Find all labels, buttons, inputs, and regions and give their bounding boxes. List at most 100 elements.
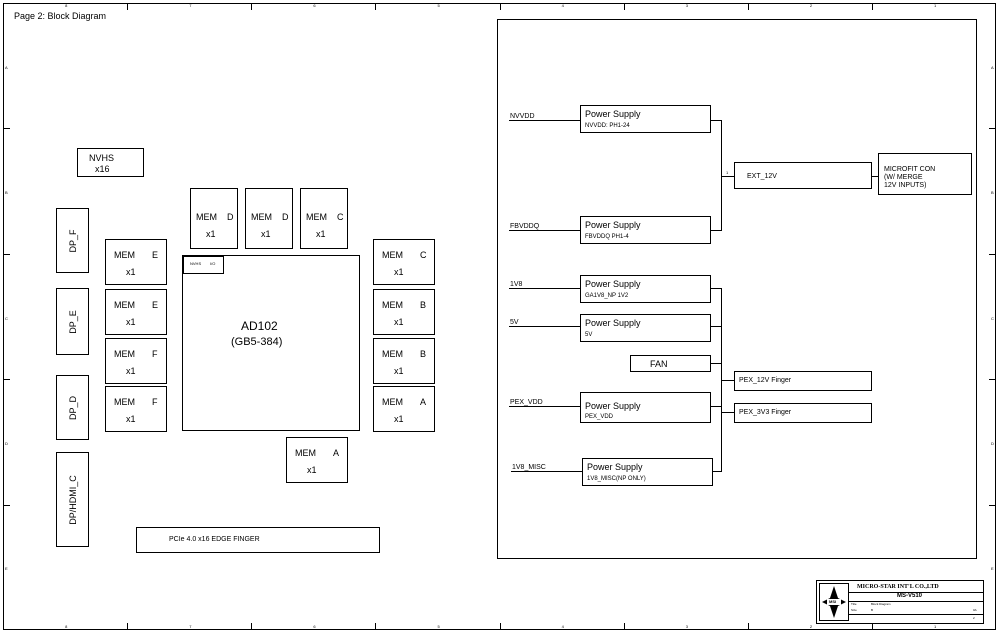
supply-detail: GA1V8_NP 1V2 xyxy=(585,293,629,299)
zone-tick xyxy=(375,3,377,10)
zone-label: 4 xyxy=(561,3,564,8)
zone-tick xyxy=(499,623,501,630)
dp-port-label: DP_F xyxy=(68,229,78,253)
mem-name: MEM xyxy=(295,448,316,458)
company-name: MICRO-STAR INT'L CO.,LTD xyxy=(857,584,939,590)
supply-title: Power Supply xyxy=(587,462,643,472)
ext-12v-label: EXT_12V xyxy=(747,173,777,180)
supply-detail: NVVDD: PH1-24 xyxy=(585,123,630,129)
mem-count: x1 xyxy=(316,229,326,239)
mem-name: MEM xyxy=(382,300,403,310)
nvhs-count: x16 xyxy=(95,164,110,174)
zone-label: 6 xyxy=(313,624,316,629)
power-supply-1v8-misc: Power Supply 1V8_MISC(NP ONLY) xyxy=(582,458,713,486)
zone-tick xyxy=(127,3,129,10)
bus-line xyxy=(872,176,878,177)
zone-label: E xyxy=(5,566,8,572)
bus-line xyxy=(721,120,722,231)
zone-label: 5 xyxy=(437,3,440,8)
zone-label: C xyxy=(991,315,994,321)
zone-label: 1 xyxy=(933,3,937,8)
mem-id: E xyxy=(152,250,159,260)
bus-line xyxy=(711,326,721,327)
pex-12v-label: PEX_12V Finger xyxy=(739,377,792,384)
gpu-corner-box: NVHS I/O xyxy=(183,256,224,274)
bus-pin-label: 1 xyxy=(726,170,729,175)
net-line xyxy=(509,326,580,327)
bus-line xyxy=(713,471,721,472)
zone-label: A xyxy=(5,64,8,70)
pex-3v3-label: PEX_3V3 Finger xyxy=(739,409,792,416)
connector-line-3: 12V INPUTS) xyxy=(884,182,927,189)
zone-tick xyxy=(871,3,873,10)
zone-label: D xyxy=(5,440,8,446)
bus-line xyxy=(711,230,721,231)
mem-count: x1 xyxy=(206,229,216,239)
zone-tick xyxy=(499,3,501,10)
supply-title: Power Supply xyxy=(585,279,641,289)
mem-count: x1 xyxy=(126,317,136,327)
net-line xyxy=(509,120,580,121)
zone-label: 2 xyxy=(809,3,813,8)
bus-line xyxy=(711,363,721,364)
bus-line xyxy=(711,288,721,289)
power-supply-5v: Power Supply 5V xyxy=(580,314,711,342)
zone-label: 8 xyxy=(65,624,68,629)
gpu-name: AD102 xyxy=(241,319,278,333)
zone-tick xyxy=(3,379,10,381)
gpu-sub: (GB5-384) xyxy=(231,336,283,348)
mem-count: x1 xyxy=(307,465,317,475)
zone-tick xyxy=(375,623,377,630)
mem-name: MEM xyxy=(382,250,403,260)
mem-id: F xyxy=(152,397,158,407)
power-panel xyxy=(497,19,977,559)
zone-label: B xyxy=(5,190,8,196)
mem-name: MEM xyxy=(114,250,135,260)
supply-detail: FBVDDQ PH1-4 xyxy=(585,234,629,240)
pex-3v3-finger: PEX_3V3 Finger xyxy=(734,403,872,423)
mem-name: MEM xyxy=(382,397,403,407)
model-number: MS-V510 xyxy=(897,593,923,599)
bus-line xyxy=(721,176,734,177)
dp-port-label: DP/HDMI_C xyxy=(68,475,78,525)
power-supply-nvvdd: Power Supply NVVDD: PH1-24 xyxy=(580,105,711,133)
mem-id: A xyxy=(420,397,427,407)
connector-line-1: MICROFIT CON xyxy=(884,166,936,173)
net-label: FBVDDQ xyxy=(510,223,540,230)
title-divider xyxy=(849,614,983,615)
bus-line xyxy=(711,406,721,407)
mem-id: E xyxy=(152,300,159,310)
mem-id: C xyxy=(420,250,427,260)
msi-logo-icon xyxy=(822,586,846,618)
mem-id: B xyxy=(420,300,427,310)
dp-port-f: DP_F xyxy=(56,208,89,273)
net-label: NVVDD xyxy=(510,113,535,120)
mem-id: C xyxy=(337,212,344,222)
sheet-value: 2 xyxy=(973,616,975,620)
zone-label: 6 xyxy=(313,3,316,8)
title-row-label: Title xyxy=(851,602,857,606)
supply-detail: 1V8_MISC(NP ONLY) xyxy=(587,476,646,482)
zone-label: 7 xyxy=(189,624,192,629)
net-line xyxy=(509,230,580,231)
zone-label: 5 xyxy=(437,624,440,629)
net-line xyxy=(511,471,582,472)
supply-title: Power Supply xyxy=(585,109,641,119)
zone-label: A xyxy=(991,64,994,70)
supply-detail: 5V xyxy=(585,332,593,338)
logo-text: MSI xyxy=(829,599,837,604)
page-title: Page 2: Block Diagram xyxy=(14,11,107,21)
title-divider xyxy=(849,601,983,602)
nvhs-block: NVHS x16 xyxy=(77,148,144,177)
ext-12v-block: EXT_12V xyxy=(734,162,872,189)
pcie-edge-finger: PCIe 4.0 x16 EDGE FINGER xyxy=(136,527,380,553)
net-label: 1V8_MISC xyxy=(512,464,546,471)
mem-name: MEM xyxy=(114,349,135,359)
